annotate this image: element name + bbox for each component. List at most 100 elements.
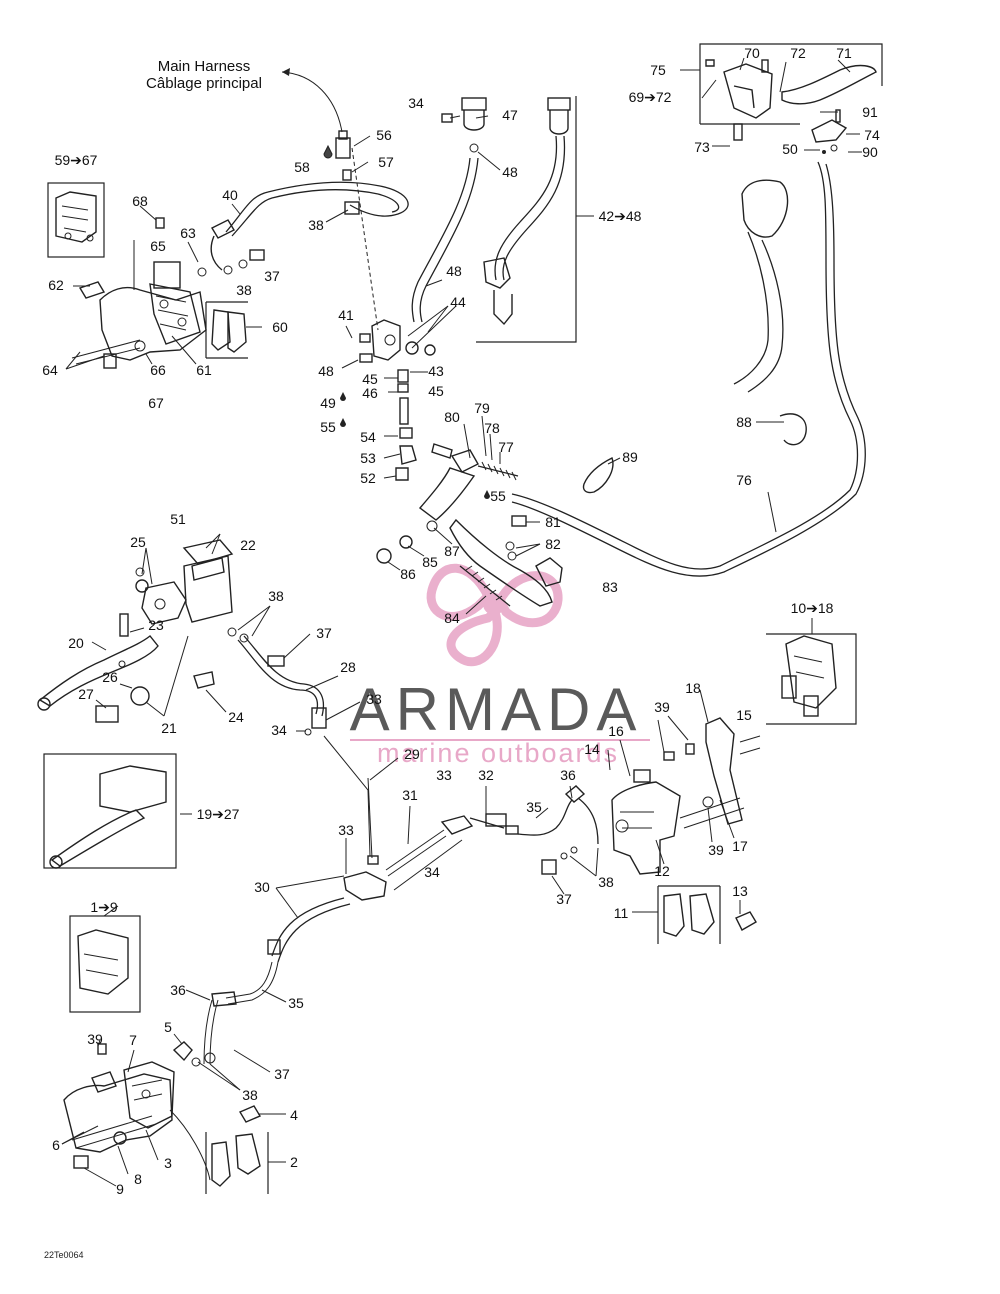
callout: 38 [598,874,614,890]
callout: 34 [408,95,424,111]
callout: 9 [116,1181,124,1197]
callout: 33 [366,691,382,707]
brake-pads-11 [657,885,721,944]
callout: 18 [685,680,701,696]
callout: 30 [254,879,270,895]
callout: 34 [271,722,287,738]
callout: 63 [180,225,196,241]
callout: 55 [490,488,506,504]
brake-light-switch [323,130,352,181]
callout: 69➔72 [629,89,672,105]
callout: 36 [560,767,576,783]
switch-74-90-91 [811,109,848,154]
callout: 45 [428,383,444,399]
caliper-1-9-inset [69,915,141,1013]
callout: 62 [48,277,64,293]
callout: 41 [338,307,354,323]
callout: 31 [402,787,418,803]
callout: 17 [732,838,748,854]
brake-pads-60 [205,301,248,359]
callout: 37 [316,625,332,641]
callout: 11 [614,905,629,921]
callout: 38 [308,217,324,233]
drawing-code: 22Te0064 [44,1250,84,1260]
callout: 81 [545,514,561,530]
callout: 36 [170,982,186,998]
callout: 27 [78,686,94,702]
callout: 52 [360,470,376,486]
throttle-cable-76 [511,161,866,577]
callout: 43 [428,363,444,379]
callout: 23 [148,617,164,633]
callout: 13 [732,883,748,899]
front-master-cylinder [37,539,285,723]
callout: 59➔67 [55,152,98,168]
callout: 47 [502,107,518,123]
callout: 38 [236,282,252,298]
main-harness-note: Main Harness Câblage principal [146,58,343,133]
callout: 48 [446,263,462,279]
callout: 87 [444,543,460,559]
armada-watermark: ARMADA marine outboards [350,563,650,768]
callout: 68 [132,193,148,209]
callout: 46 [362,385,378,401]
callout: 10➔18 [791,600,834,616]
callout: 24 [228,709,244,725]
callout: 7 [129,1032,137,1048]
callout: 28 [340,659,356,675]
callout: 80 [444,409,460,425]
hose-40 [210,181,409,271]
caliper-right [541,717,761,875]
callout: 45 [362,371,378,387]
caliper-left-top [71,217,207,369]
callout: 37 [274,1066,290,1082]
clip-13 [735,911,757,931]
callout: 51 [170,511,186,527]
callout: 73 [694,139,710,155]
callout: 65 [150,238,166,254]
callout: 33 [338,822,354,838]
callout: 26 [102,669,118,685]
callout: 14 [584,741,600,757]
callout: 74 [864,127,880,143]
callout: 49 [320,395,336,411]
bolts-37-38-top [197,249,265,277]
brake-lines [191,635,599,1067]
callout: 88 [736,414,752,430]
callout: 90 [862,144,878,160]
callout: 76 [736,472,752,488]
leader-lines [61,57,862,1187]
callout: 34 [424,864,440,880]
callout: 42➔48 [599,208,642,224]
callout: 70 [744,45,760,61]
callout: 75 [650,62,666,78]
callout: 78 [484,420,500,436]
caliper-10-18-inset [766,633,857,725]
lever-assembly-69-72-inset [699,43,883,141]
callout: 12 [654,863,670,879]
callout: 39 [87,1031,103,1047]
callout: 5 [164,1019,172,1035]
master-cylinder-19-27-inset [43,753,177,869]
callout-labels: 1➔9 2 3 4 5 6 7 8 9 10➔18 11 12 13 14 15… [42,45,880,1197]
harness-label-en: Main Harness [158,58,251,75]
callout: 89 [622,449,638,465]
callout: 66 [150,362,166,378]
callout: 19➔27 [197,806,240,822]
callout: 71 [836,45,852,61]
callout: 91 [862,104,878,120]
caliper-left-bottom [63,1041,211,1181]
brake-pads-2 [205,1132,269,1194]
callout: 39 [654,699,670,715]
callout: 55 [320,419,336,435]
callout: 82 [545,536,561,552]
callout: 67 [148,395,164,411]
callout: 85 [422,554,438,570]
callout: 16 [608,723,624,739]
callout: 61 [196,362,212,378]
callout: 20 [68,635,84,651]
tie-straps-88-89 [582,413,807,494]
callout: 48 [502,164,518,180]
callout: 3 [164,1155,172,1171]
caliper-assembly-59-67-inset [47,182,105,258]
